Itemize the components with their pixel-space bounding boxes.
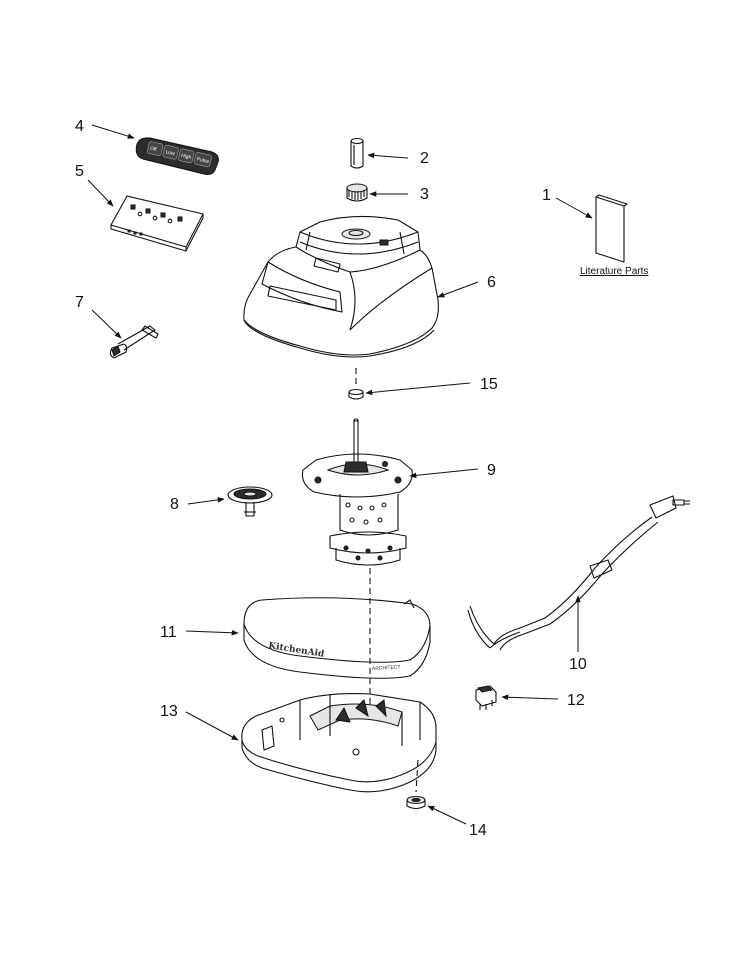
callout-5: 5	[75, 163, 84, 180]
part-7-interlock-lever[interactable]	[109, 325, 159, 359]
leader-2	[367, 152, 409, 159]
callout-7: 7	[75, 294, 84, 311]
band-model-text: ARCHITECT	[372, 665, 401, 672]
alignment-axis	[355, 368, 419, 793]
leader-1	[555, 197, 593, 219]
part-1-literature[interactable]: Literature Parts	[580, 194, 648, 277]
callout-14: 14	[469, 822, 487, 839]
leader-14	[427, 805, 467, 825]
part-11-trim-band[interactable]: KitchenAid ARCHITECT	[243, 597, 431, 679]
part-3-gear[interactable]	[346, 183, 368, 202]
part-8-sensor-disc[interactable]	[227, 486, 273, 517]
callout-11: 11	[160, 624, 177, 641]
part-9-motor[interactable]	[301, 418, 413, 566]
btn-high-label: High	[180, 153, 192, 161]
part-2-drive-coupling[interactable]	[350, 137, 364, 169]
literature-label: Literature Parts	[580, 266, 648, 277]
part-13-base[interactable]	[241, 693, 437, 793]
callout-4: 4	[75, 118, 84, 135]
callout-numbers: 1 2 3 4 5 6 7 8 9 10 11 12 13 14 15	[75, 118, 587, 839]
leader-7	[91, 309, 122, 339]
part-5-circuit-board[interactable]	[110, 195, 204, 252]
leader-13	[185, 711, 239, 741]
callout-10: 10	[569, 656, 587, 673]
part-10-power-cord[interactable]	[467, 495, 690, 651]
leader-15	[365, 382, 471, 396]
btn-off-label: Off	[149, 146, 157, 153]
leader-6	[437, 281, 479, 298]
callout-13: 13	[160, 703, 178, 720]
leader-9	[409, 468, 479, 479]
btn-pulse-label: Pulse	[196, 156, 210, 165]
callout-1: 1	[542, 187, 551, 204]
leader-11	[185, 629, 239, 636]
callout-2: 2	[420, 150, 429, 167]
part-15-washer[interactable]	[348, 388, 364, 400]
callout-15: 15	[480, 376, 498, 393]
callout-8: 8	[170, 496, 179, 513]
leader-8	[187, 497, 225, 505]
leader-12	[501, 694, 559, 701]
callout-12: 12	[567, 692, 585, 709]
callout-3: 3	[420, 186, 429, 203]
leader-5	[87, 179, 114, 207]
callout-9: 9	[487, 462, 496, 479]
btn-low-label: Low	[165, 149, 176, 157]
callout-6: 6	[487, 274, 496, 291]
part-12-terminal-block[interactable]	[475, 685, 497, 710]
band-brand-text: KitchenAid	[268, 641, 326, 660]
part-6-upper-housing[interactable]	[243, 215, 439, 358]
leader-4	[91, 124, 135, 139]
part-14-foot[interactable]	[406, 796, 426, 810]
leader-lines	[87, 124, 593, 825]
part-4-control-overlay[interactable]: Off Low High Pulse	[135, 137, 219, 175]
